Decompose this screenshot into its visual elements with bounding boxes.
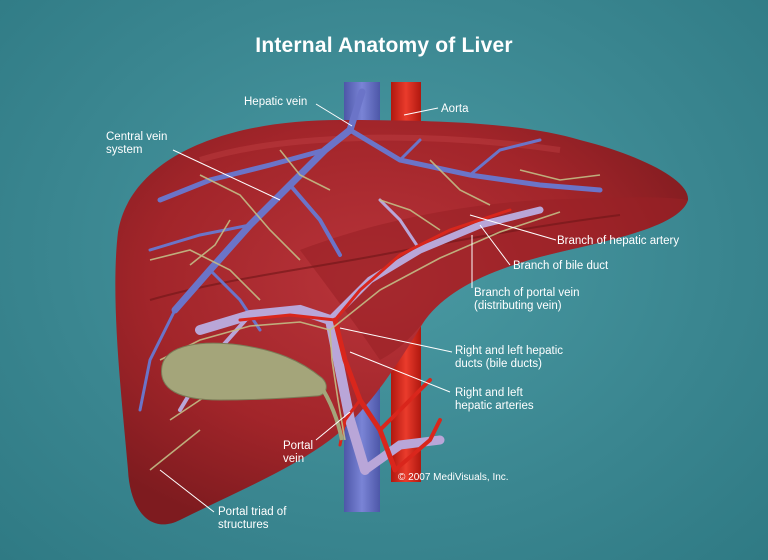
label-central-vein-1: Central vein xyxy=(106,131,168,143)
liver-left-lobe xyxy=(300,197,688,360)
label-branch-portal-vein-1: Branch of portal vein xyxy=(474,287,580,299)
label-hepatic-arteries-1: Right and left xyxy=(455,387,523,399)
label-portal-vein-1: Portal xyxy=(283,440,314,452)
liver-highlight xyxy=(199,134,561,163)
label-hepatic-arteries-2: hepatic arteries xyxy=(455,400,534,412)
gallbladder xyxy=(161,342,327,401)
label-branch-portal-vein-2: (distributing vein) xyxy=(474,300,562,312)
liver-fold xyxy=(149,214,621,301)
label-branch-bile-duct: Branch of bile duct xyxy=(513,260,609,272)
leader-lines xyxy=(159,103,557,513)
copyright-notice: © 2007 MediVisuals, Inc. xyxy=(398,472,509,483)
label-branch-hepatic-artery: Branch of hepatic artery xyxy=(557,235,680,247)
label-portal-triad-1: Portal triad of xyxy=(218,506,287,518)
label-aorta: Aorta xyxy=(441,103,469,115)
label-hepatic-ducts-1: Right and left hepatic xyxy=(455,345,564,357)
label-central-vein-2: system xyxy=(106,144,143,156)
cystic-duct xyxy=(318,383,344,441)
label-portal-vein-2: vein xyxy=(283,453,305,465)
label-hepatic-ducts-2: ducts (bile ducts) xyxy=(455,358,542,370)
diagram-title: Internal Anatomy of Liver xyxy=(255,34,513,57)
label-portal-triad-2: structures xyxy=(218,519,269,531)
hepatic-artery-tree xyxy=(238,208,512,473)
hepatic-vein-tree xyxy=(138,88,603,412)
label-hepatic-vein: Hepatic vein xyxy=(244,96,308,108)
